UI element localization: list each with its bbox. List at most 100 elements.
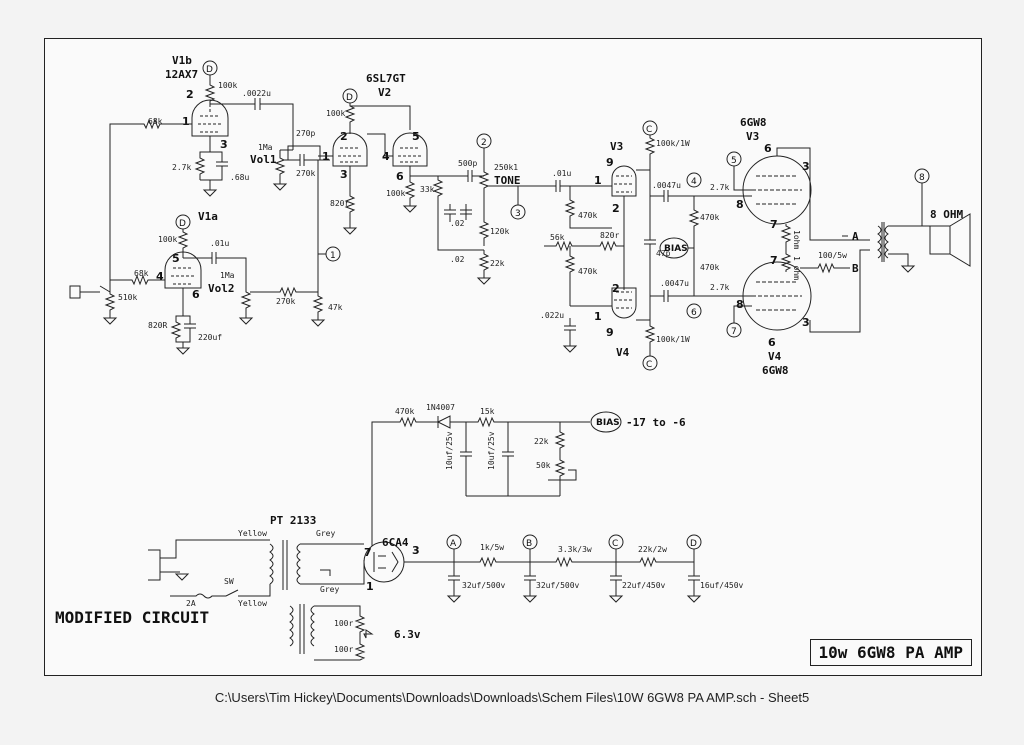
- phase-inverter: .01u V3 9 1 2 470k 56k 820r 470k 2 1 9 V…: [518, 120, 742, 371]
- ht-filter-chain: A B C D 1k/5w 3.3k/3w 22k/2w 32uf/500v 3…: [446, 534, 744, 603]
- input-jack: 510k: [69, 285, 137, 325]
- resistor-68k-a: [109, 118, 192, 290]
- label-100-5w: 100/5w: [818, 251, 847, 260]
- pin-label: 2: [340, 130, 348, 143]
- label-0022u: .0022u: [242, 89, 271, 98]
- tube-v2a-envelope: [332, 132, 368, 167]
- label-470k-a: 470k: [578, 211, 597, 220]
- label-100r-b: 100r: [334, 645, 353, 654]
- pin-label: 1: [182, 115, 190, 128]
- cap-500p: [466, 170, 484, 182]
- resistor-22k-a: [476, 250, 492, 285]
- ground-symbol: [175, 347, 191, 355]
- resistor-100-5w: [800, 262, 846, 274]
- label-32uf-b: 32uf/500v: [536, 581, 580, 590]
- label-02-a: .02: [450, 219, 465, 228]
- label-100k-b: 100k: [158, 235, 177, 244]
- label-1n4007: 1N4007: [426, 403, 455, 412]
- file-path-footer: C:\Users\Tim Hickey\Documents\Downloads\…: [214, 690, 810, 705]
- pin-label: 1: [366, 580, 374, 593]
- node-6-label: 6: [691, 308, 697, 318]
- label-grey-b: Grey: [320, 585, 339, 594]
- wire: [300, 543, 365, 585]
- node-6: [686, 303, 702, 319]
- bias-output-node: [590, 411, 622, 433]
- bias-supply: 470k 1N4007 15k BIAS -17 to -6 10uf/25v …: [371, 403, 686, 520]
- pin-label: 3: [802, 316, 810, 329]
- bias-output-label: BIAS: [596, 418, 620, 428]
- resistor-33k: [432, 176, 484, 251]
- node-4: [686, 172, 702, 188]
- resistor-100k1w-a: [636, 135, 656, 171]
- resistors-bias-pot: [548, 422, 577, 496]
- tube-v1b-elements: [198, 104, 222, 133]
- heater-winding: [289, 604, 374, 661]
- label-510k: 510k: [118, 293, 137, 302]
- speaker-icon: [929, 213, 971, 267]
- label-1ohm-b: 1 ohm: [792, 256, 801, 280]
- pin-label: 6: [764, 142, 772, 155]
- resistor-820r-b: [342, 166, 358, 235]
- label-2-7k-b: 2.7k: [710, 183, 729, 192]
- label-68k-a: 68k: [148, 117, 163, 126]
- tube-v2-type: 6SL7GT: [366, 72, 406, 85]
- label-22k-b: 22k: [534, 437, 549, 446]
- tube-v4-label: V4: [768, 350, 782, 363]
- power-supply: PT 2133 Yellow Grey Grey 2A SW Yellow 6C…: [148, 514, 454, 661]
- rect-type: 6CA4: [382, 536, 409, 549]
- node-a-label: A: [852, 230, 859, 243]
- fuse-switch: [170, 584, 271, 599]
- label-100k-c: 100k: [326, 109, 345, 118]
- resistor-120k: [478, 196, 490, 246]
- label-68k-b: 68k: [134, 269, 149, 278]
- node-7-label: 7: [731, 327, 737, 337]
- node-4-label: 4: [691, 177, 697, 187]
- pin-label: 9: [606, 156, 614, 169]
- resistors-56k-820r: [544, 240, 624, 252]
- label-470k-d: 470k: [700, 263, 719, 272]
- pin-label: 3: [340, 168, 348, 181]
- pin-label: 4: [156, 270, 164, 283]
- node-5-label: 5: [731, 156, 737, 166]
- label-yellow-b: Yellow: [238, 599, 267, 608]
- label-22uf: 22uf/450v: [622, 581, 666, 590]
- cap-022u: [562, 305, 612, 353]
- caps-10uf: [460, 422, 560, 497]
- wire: [371, 520, 454, 563]
- label-470k-b: 470k: [578, 267, 597, 276]
- cap-01u-a: [183, 252, 247, 290]
- label-68u: .68u: [230, 173, 249, 182]
- resistor-100k-c: [344, 103, 356, 130]
- pin-label: 6: [192, 288, 200, 301]
- node-d-label: D: [346, 93, 353, 103]
- wire: [809, 168, 870, 333]
- pin-label: 3: [802, 160, 810, 173]
- label-vol1: Vol1: [250, 153, 277, 166]
- wire: [350, 105, 411, 130]
- label-02-b: .02: [450, 255, 465, 264]
- pin-label: 5: [172, 252, 180, 265]
- ht-resistors: [453, 549, 695, 568]
- node-3: [510, 204, 526, 220]
- pin-label: 7: [364, 546, 372, 559]
- node-3-label: 3: [515, 209, 521, 219]
- pot-vol1: [272, 150, 296, 191]
- label-1k5w: 1k/5w: [480, 543, 504, 552]
- pin-label: 2: [186, 88, 194, 101]
- label-3-3k: 3.3k/3w: [558, 545, 592, 554]
- schematic-sheet: [44, 38, 982, 676]
- label-56k: 56k: [550, 233, 565, 242]
- label-100k-d: 100k: [386, 189, 405, 198]
- tube-v3-type: 6GW8: [740, 116, 767, 129]
- cap-32uf-b: [522, 562, 538, 603]
- output-transformer: [877, 222, 889, 262]
- label-01u-a: .01u: [210, 239, 229, 248]
- label-220uf: 220uf: [198, 333, 222, 342]
- node-c-label: C: [612, 539, 618, 549]
- label-022u: .022u: [540, 311, 564, 320]
- node-1-label: 1: [330, 251, 336, 261]
- label-1ma-a: 1Ma: [258, 143, 273, 152]
- wire: [318, 130, 393, 157]
- resistor-510k: [104, 290, 116, 318]
- label-500p: 500p: [458, 159, 477, 168]
